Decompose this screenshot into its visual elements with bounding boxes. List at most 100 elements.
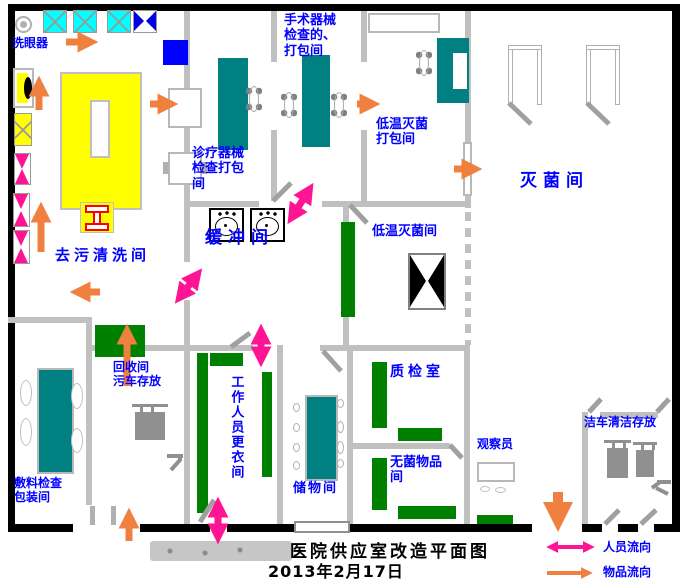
magenta-bowtie-equipment-icon — [14, 153, 31, 185]
room-label-staff-changing: 工作人员更衣间 — [228, 375, 244, 480]
scale-smudge-bar — [150, 541, 292, 561]
shelf — [372, 458, 387, 510]
outer-wall-top — [8, 4, 680, 11]
room-label-observer: 观察员 — [477, 437, 514, 451]
shelf — [398, 506, 456, 519]
shelf — [372, 362, 387, 428]
room-label-sterile-goods: 无菌物品 间 — [390, 455, 443, 486]
dressing-table — [37, 368, 74, 474]
sterilizer-icon — [586, 45, 620, 105]
stool-icon — [495, 487, 506, 493]
room-label-storage: 储物间 — [293, 481, 339, 496]
outer-wall-bottom — [350, 524, 532, 532]
wall-window — [368, 13, 440, 33]
magenta-bowtie-equipment-icon — [13, 193, 30, 227]
wall — [8, 317, 92, 323]
door-swing-lines — [197, 101, 671, 526]
work-table-notch — [453, 53, 467, 89]
faucet-icon — [650, 480, 671, 496]
wall — [86, 317, 92, 505]
sink-icon — [250, 208, 285, 242]
wall — [184, 201, 190, 262]
chair-icon — [331, 90, 347, 120]
outer-wall-right — [672, 4, 680, 532]
stool-icon — [480, 486, 490, 492]
washer-icon — [17, 73, 28, 103]
sterilizer-icon — [508, 45, 542, 105]
outer-wall-bottom — [582, 524, 602, 532]
wall — [582, 412, 588, 524]
room-label-quality-inspection: 质检室 — [390, 364, 444, 380]
stool-icon — [337, 441, 344, 454]
chair-icon — [246, 84, 262, 114]
outer-wall-bottom — [618, 524, 638, 532]
work-table — [302, 55, 330, 147]
wall — [600, 412, 658, 418]
wall — [184, 201, 259, 207]
cart-icon — [604, 440, 631, 478]
door-post — [111, 506, 116, 525]
chair-icon — [20, 418, 32, 446]
locker-shelf — [210, 353, 243, 366]
yellow-cross-equipment-icon — [14, 113, 32, 146]
legend-personnel-label: 人员流向 — [603, 540, 652, 554]
room-label-dressing-packing: 敷料检查 包装间 — [14, 476, 63, 505]
legend-goods-label: 物品流向 — [603, 565, 652, 579]
stool-icon — [293, 443, 300, 452]
goods-flow-arrows — [28, 31, 593, 579]
stool-icon — [337, 421, 344, 433]
stool-icon — [337, 459, 344, 468]
wall — [361, 130, 367, 201]
wall — [464, 348, 470, 524]
room-label-sterilization: 灭菌间 — [520, 171, 589, 191]
wall — [184, 300, 190, 524]
room-label-eyewash: 洗眼器 — [12, 36, 49, 50]
i-beam-icon — [85, 223, 109, 231]
chair-icon — [281, 90, 297, 120]
outer-wall-bottom — [8, 524, 73, 532]
wall — [277, 345, 283, 524]
wall-dashed — [465, 212, 471, 345]
chair-icon — [71, 428, 83, 453]
cart-icon — [633, 442, 657, 477]
room-label-diagnostic-packing: 诊疗器械 检查打包 间 — [192, 146, 245, 192]
outer-wall-bottom — [140, 524, 210, 532]
shelf — [477, 515, 513, 524]
room-label-surgical-packing: 手术器械 检查的、 打包间 — [284, 13, 337, 59]
chair-icon — [71, 383, 83, 409]
eye-washer-icon — [20, 21, 27, 28]
washer-icon — [24, 77, 32, 99]
stool-icon — [293, 403, 300, 412]
locker-shelf — [262, 372, 272, 477]
wall — [322, 201, 467, 207]
room-label-recycling: 回收间 污车存放 — [113, 360, 162, 389]
stool-icon — [337, 399, 344, 408]
outer-wall-bottom — [654, 524, 680, 532]
wash-sink-icon — [43, 10, 67, 33]
low-temp-sterilizer-icon — [408, 253, 446, 310]
shelf — [341, 222, 355, 317]
room-label-clean-cart-storage: 洁车清洁存放 — [584, 415, 657, 429]
personnel-flow-arrows — [174, 182, 595, 553]
wash-sink-icon — [107, 10, 131, 33]
outer-wall-left — [8, 4, 15, 532]
magenta-bowtie-equipment-icon — [13, 230, 30, 264]
wall — [361, 11, 367, 62]
work-table — [218, 58, 248, 150]
plan-date: 2013年2月17日 — [268, 562, 404, 581]
chair-icon — [20, 380, 32, 406]
room-label-decontamination: 去污清洗间 — [55, 246, 151, 264]
wash-table-basin — [90, 100, 110, 158]
pass-through-handle — [163, 162, 169, 174]
wall — [350, 443, 450, 449]
pass-through-handle — [201, 162, 207, 174]
wall — [271, 11, 277, 62]
room-label-buffer: 缓冲间 — [205, 228, 274, 248]
bottom-window — [294, 521, 350, 533]
wall — [92, 345, 253, 351]
wall — [347, 345, 353, 524]
faucet-icon — [167, 454, 183, 472]
wall — [271, 130, 277, 201]
